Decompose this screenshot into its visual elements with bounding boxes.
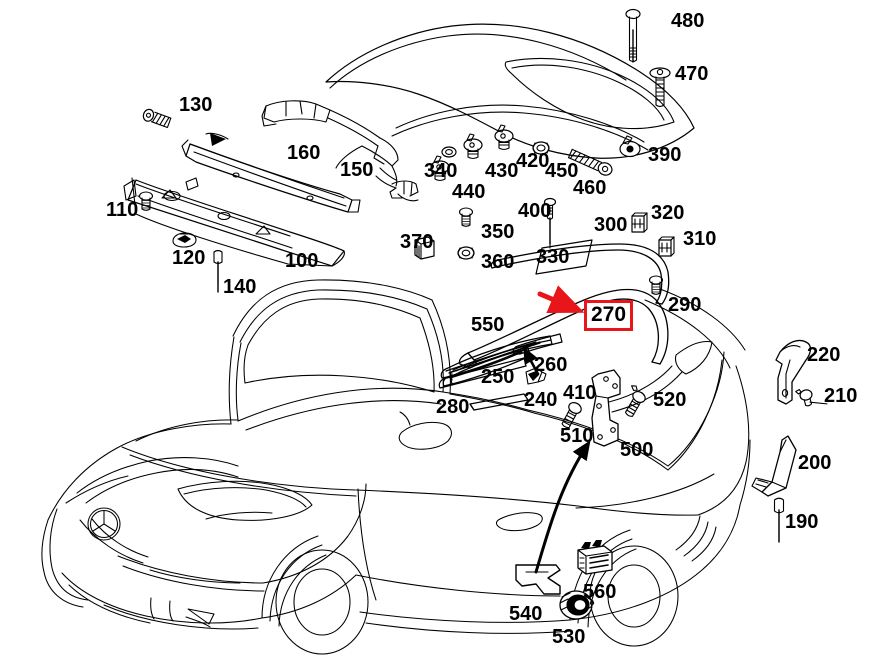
part-callout-260: 260 xyxy=(534,354,568,376)
part-callout-530: 530 xyxy=(552,626,586,648)
part-410-lower xyxy=(446,351,523,379)
part-150-linkage xyxy=(261,100,419,202)
part-callout-330: 330 xyxy=(536,246,570,268)
part-callout-560: 560 xyxy=(583,581,617,603)
part-callout-450: 450 xyxy=(545,160,579,182)
part-410-bar xyxy=(448,342,541,374)
part-410-strip xyxy=(449,375,453,385)
part-callout-510: 510 xyxy=(560,425,594,447)
part-callout-460: 460 xyxy=(573,177,607,199)
leader-arrow-260 xyxy=(523,346,540,376)
part-callout-150: 150 xyxy=(340,159,374,181)
part-callout-500: 500 xyxy=(620,439,654,461)
part-callout-130: 130 xyxy=(179,94,213,116)
part-callout-370: 370 xyxy=(400,231,434,253)
part-callout-540: 540 xyxy=(509,603,543,625)
part-340-bracket xyxy=(441,146,457,158)
part-410-main xyxy=(445,341,537,372)
part-callout-110: 110 xyxy=(106,199,139,221)
part-callout-190: 190 xyxy=(785,511,819,533)
part-callout-100: 100 xyxy=(285,250,319,272)
part-280-strip xyxy=(469,393,529,411)
soft-top-roof-panel xyxy=(325,23,695,159)
part-callout-550: 550 xyxy=(471,314,505,336)
part-200-rod xyxy=(751,435,797,497)
leader-lines xyxy=(217,29,780,543)
part-100-roof-header xyxy=(123,177,345,267)
part-callout-400: 400 xyxy=(518,200,552,222)
part-callout-420: 420 xyxy=(516,150,550,172)
part-callout-320: 320 xyxy=(651,202,685,224)
part-callout-430: 430 xyxy=(485,160,519,182)
part-callout-390: 390 xyxy=(648,144,682,166)
part-callout-300: 300 xyxy=(594,214,628,236)
part-callout-120: 120 xyxy=(172,247,206,269)
part-530-grommet xyxy=(559,590,595,620)
part-callout-250: 250 xyxy=(481,366,515,388)
part-callout-310: 310 xyxy=(683,228,717,250)
part-callout-340: 340 xyxy=(424,160,458,182)
part-callout-220: 220 xyxy=(807,344,841,366)
part-callout-160: 160 xyxy=(287,142,321,164)
part-540-gasket xyxy=(515,564,561,595)
part-220-hook xyxy=(775,339,812,405)
part-callout-210: 210 xyxy=(824,385,858,407)
part-callout-440: 440 xyxy=(452,181,486,203)
part-560-connector xyxy=(577,540,613,575)
part-300-upper-seal xyxy=(490,243,670,305)
part-callout-200: 200 xyxy=(798,452,832,474)
part-callout-470: 470 xyxy=(675,63,709,85)
part-callout-360: 360 xyxy=(481,251,515,273)
part-callout-280: 280 xyxy=(436,396,470,418)
part-330-pad xyxy=(535,239,593,275)
part-callout-480: 480 xyxy=(671,10,705,32)
part-callout-270[interactable]: 270 xyxy=(584,300,634,331)
part-callout-410: 410 xyxy=(563,382,597,404)
part-callout-140: 140 xyxy=(223,276,257,298)
leader-arrow-500 xyxy=(534,440,591,574)
car-body-outline xyxy=(41,279,751,655)
part-callout-240: 240 xyxy=(524,389,558,411)
part-callout-350: 350 xyxy=(481,221,515,243)
part-callout-290: 290 xyxy=(668,294,702,316)
part-500-bracket xyxy=(591,369,621,447)
part-130-bow-bar xyxy=(181,132,361,213)
part-callout-520: 520 xyxy=(653,389,687,411)
pointer-to-270-arrow xyxy=(537,285,585,313)
